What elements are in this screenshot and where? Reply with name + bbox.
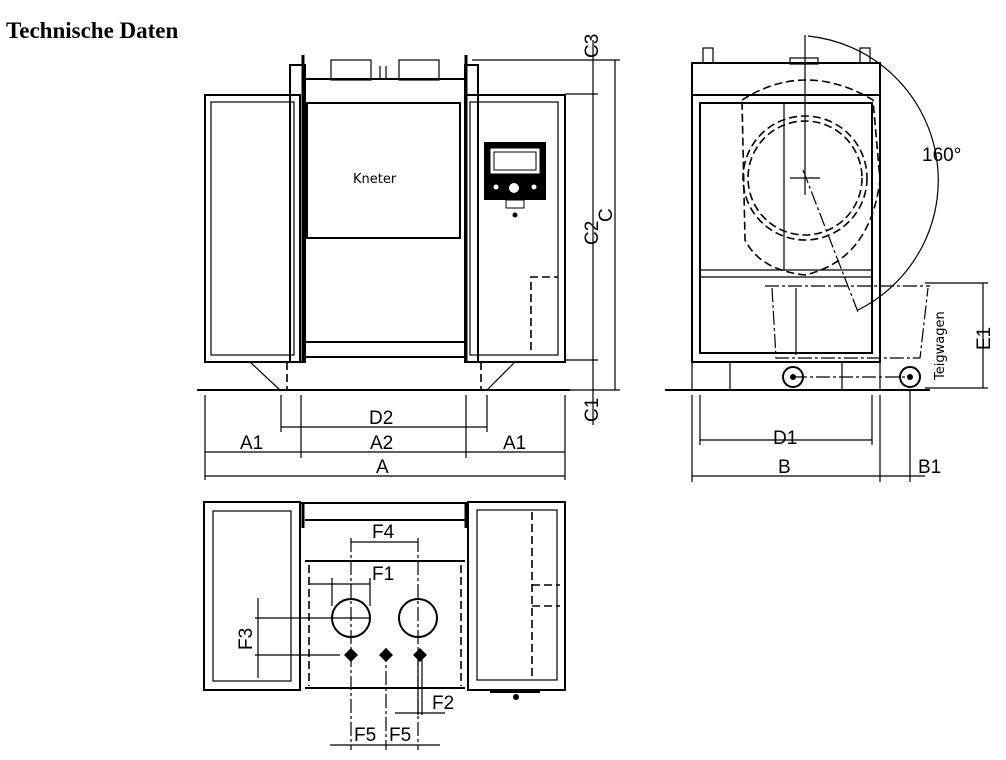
dim-c1: C1 — [582, 398, 603, 422]
dim-c: C — [596, 208, 617, 222]
dim-d2: D2 — [369, 408, 393, 429]
dim-f5-left: F5 — [354, 725, 376, 746]
plan-view: F4 F1 F3 F2 F5 F5 — [203, 501, 566, 750]
kneter-panel — [306, 102, 461, 239]
kneter-label: Kneter — [353, 172, 397, 187]
dim-f3: F3 — [236, 628, 257, 650]
dim-b: B — [778, 457, 791, 478]
plan-right-cabinet — [467, 501, 566, 691]
fixing-point — [379, 648, 393, 662]
front-view: Kneter D2 A1 A2 A1 A — [197, 34, 620, 480]
dim-c3: C3 — [582, 34, 603, 58]
dim-d1: D1 — [773, 428, 797, 449]
control-panel — [484, 142, 546, 218]
dim-a: A — [376, 457, 389, 478]
dim-f1: F1 — [372, 564, 394, 585]
dim-a1-right: A1 — [503, 433, 526, 454]
fixing-point — [413, 648, 427, 662]
dim-a2: A2 — [370, 433, 393, 454]
lifting-eye-right — [859, 47, 871, 64]
top-box-left — [330, 59, 372, 81]
trolley-label: Teigwagen — [933, 311, 948, 381]
dim-f2: F2 — [432, 693, 454, 714]
side-frame — [691, 62, 881, 363]
dim-b1: B1 — [918, 457, 941, 478]
left-column — [289, 64, 306, 363]
side-view: 160° Teigwagen E1 D1 B B1 — [665, 35, 995, 482]
dim-f4: F4 — [372, 522, 395, 543]
top-box-right — [398, 59, 440, 81]
tilt-angle-label: 160° — [922, 145, 961, 166]
fixing-point — [344, 648, 358, 662]
plan-left-cabinet — [203, 501, 301, 691]
lifting-eye-left — [702, 47, 714, 64]
dim-e1: E1 — [974, 327, 995, 350]
right-cabinet — [464, 94, 566, 363]
dough-trolley — [765, 285, 930, 388]
page-title: Technische Daten — [6, 18, 179, 43]
tilt-angle-arc — [807, 35, 939, 311]
left-cabinet — [204, 94, 301, 363]
dim-a1-left: A1 — [240, 433, 263, 454]
dim-f5-right: F5 — [389, 725, 411, 746]
dim-c2: C2 — [582, 221, 603, 245]
